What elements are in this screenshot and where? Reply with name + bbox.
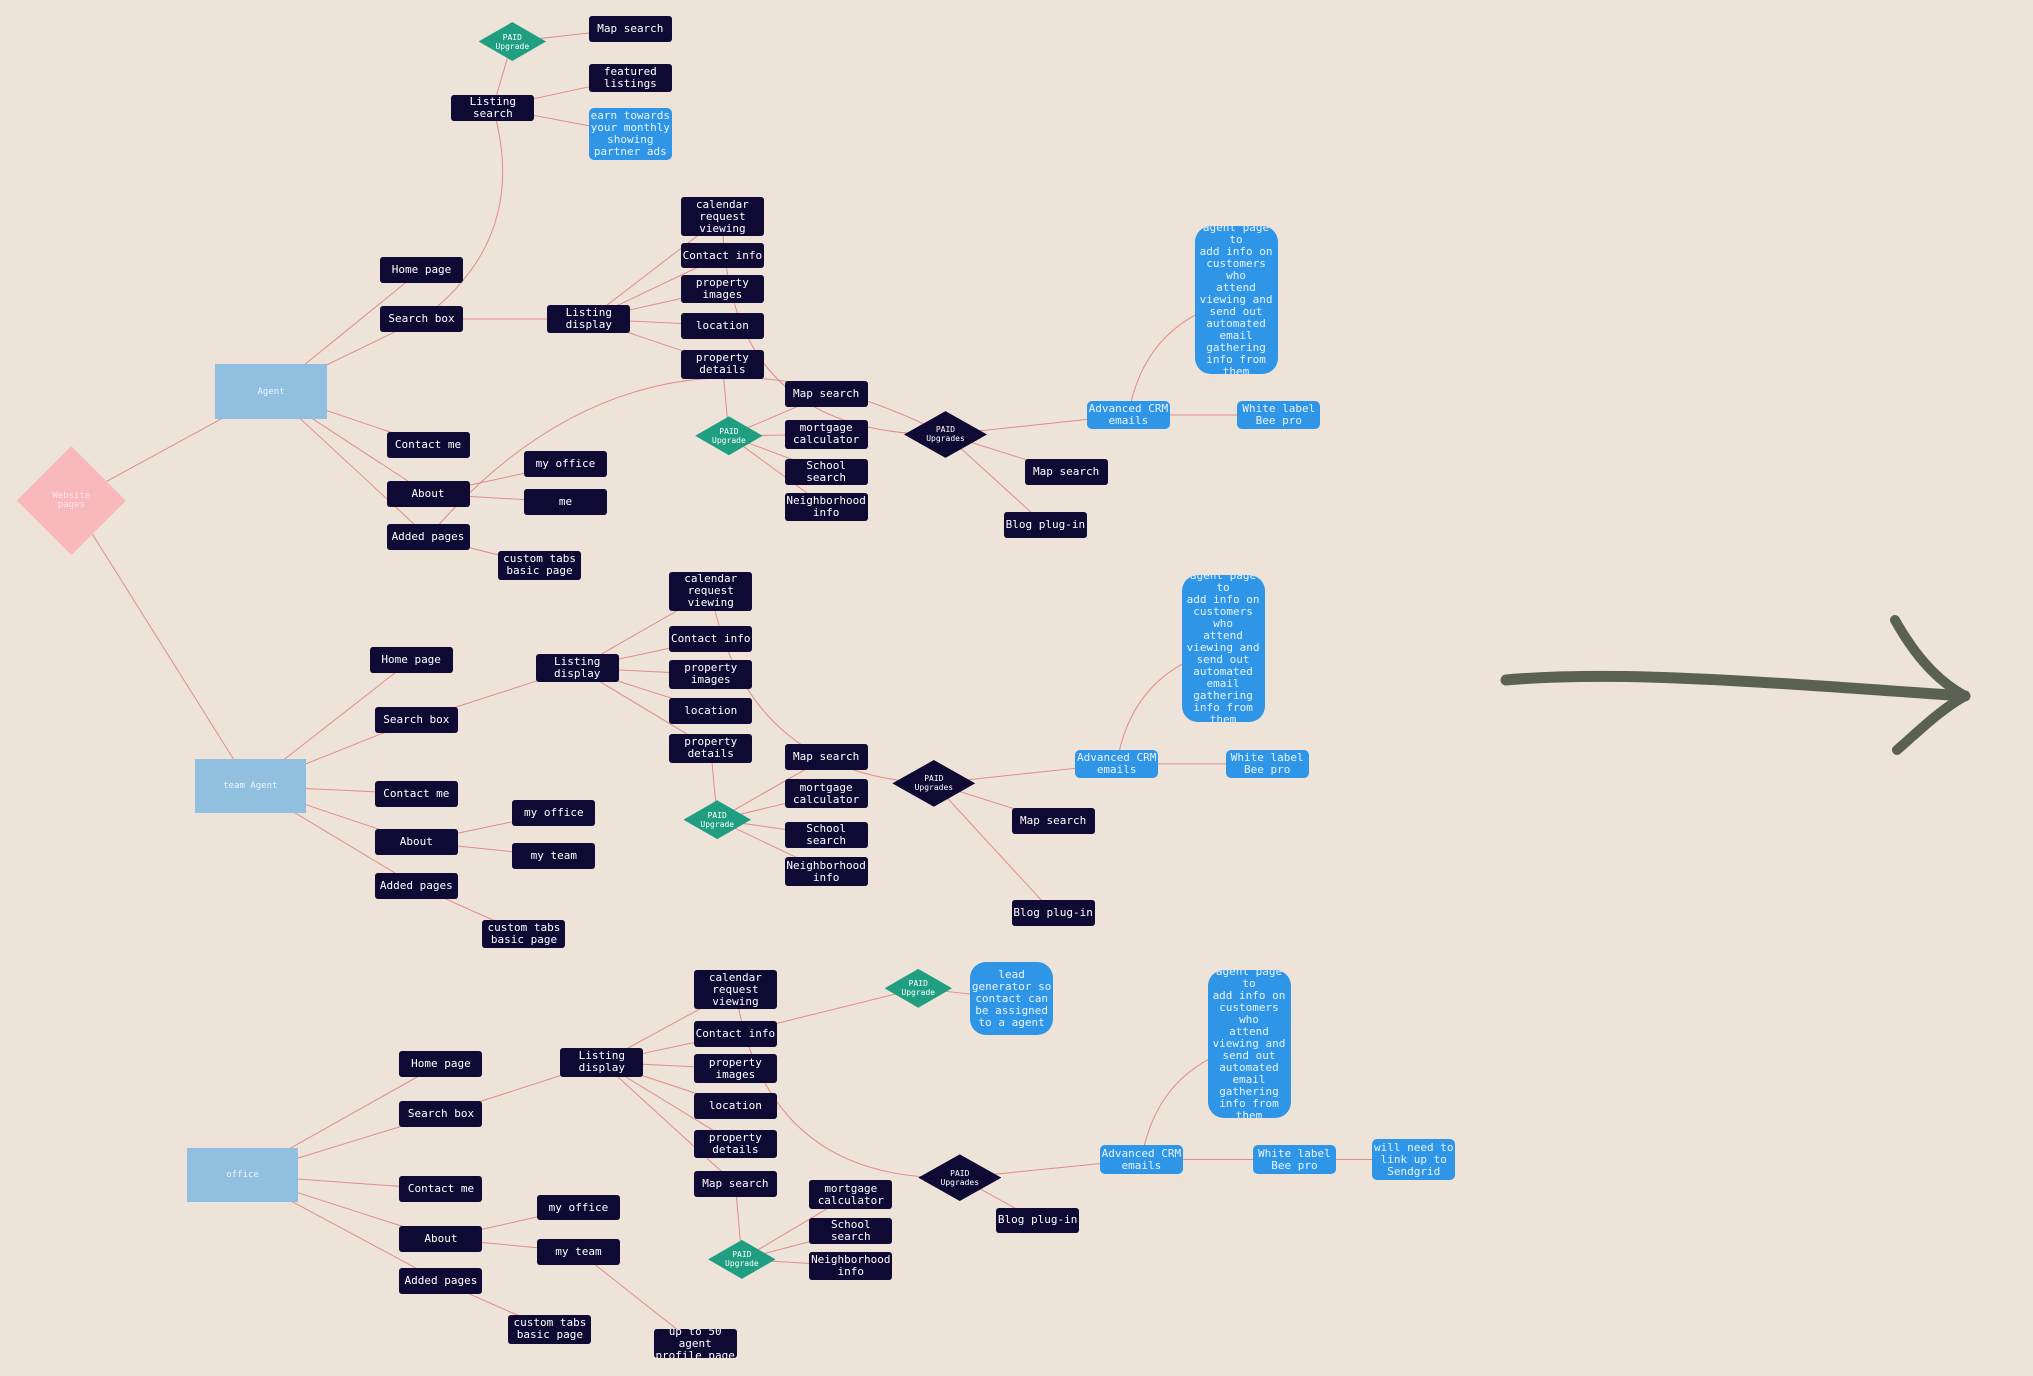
node-neighborhood-info[interactable]: Neighborhood info	[785, 857, 868, 886]
diamond-label: PAID Upgrade	[725, 1250, 759, 1268]
node-search-box[interactable]: Search box	[399, 1101, 482, 1127]
diamond-label: PAID Upgrade	[700, 811, 734, 829]
node-school-search[interactable]: School search	[785, 822, 868, 848]
node-about[interactable]: About	[387, 481, 470, 507]
node-map-search[interactable]: Map search	[589, 16, 672, 42]
node-school-search[interactable]: School search	[809, 1218, 892, 1244]
decision-diamond-paid-upgrade[interactable]: PAID Upgrade	[695, 416, 762, 455]
node-contact-me[interactable]: Contact me	[387, 432, 470, 458]
node-neighborhood-info[interactable]: Neighborhood info	[809, 1252, 892, 1281]
diamond-label: PAID Upgrade	[495, 33, 529, 51]
node-blog-plugin[interactable]: Blog plug-in	[1004, 512, 1087, 538]
node-map-search[interactable]: Map search	[785, 381, 868, 407]
node-contact-me[interactable]: Contact me	[375, 781, 458, 807]
node-white-label[interactable]: White label Bee pro	[1253, 1145, 1336, 1174]
node-featured-listings[interactable]: featured listings	[589, 64, 672, 93]
section-node-team-agent[interactable]: team Agent	[195, 759, 307, 813]
decision-diamond-paid-upgrade[interactable]: PAID Upgrade	[708, 1240, 775, 1279]
node-search-box[interactable]: Search box	[375, 707, 458, 733]
node-added-pages[interactable]: Added pages	[399, 1268, 482, 1294]
diamond-label: PAID Upgrades	[915, 774, 954, 792]
node-home-page[interactable]: Home page	[370, 647, 453, 673]
node-my-office[interactable]: my office	[524, 451, 607, 477]
node-contact-info[interactable]: Contact info	[694, 1021, 777, 1047]
node-map-search[interactable]: Map search	[785, 744, 868, 770]
decision-diamond-paid-upgrades[interactable]: PAID Upgrades	[918, 1154, 1001, 1201]
node-calendar[interactable]: calendar request viewing	[681, 197, 764, 236]
node-calendar[interactable]: calendar request viewing	[669, 572, 752, 611]
diamond-label: PAID Upgrade	[901, 979, 935, 997]
node-contact-me[interactable]: Contact me	[399, 1176, 482, 1202]
node-neighborhood-info[interactable]: Neighborhood info	[785, 493, 868, 522]
node-property-images[interactable]: property images	[669, 660, 752, 689]
decision-diamond-paid-upgrade[interactable]: PAID Upgrade	[885, 969, 952, 1008]
decision-diamond-paid-upgrades[interactable]: PAID Upgrades	[892, 760, 975, 807]
root-node-website-pages[interactable]: Website pages	[17, 446, 126, 555]
node-contact-info[interactable]: Contact info	[681, 243, 764, 269]
node-advanced-crm[interactable]: Advanced CRM emails	[1087, 401, 1170, 430]
node-about[interactable]: About	[375, 829, 458, 855]
node-home-page[interactable]: Home page	[399, 1051, 482, 1077]
node-listing-display[interactable]: Listing display	[536, 654, 619, 683]
node-my-team[interactable]: my team	[512, 843, 595, 869]
node-school-search[interactable]: School search	[785, 459, 868, 485]
diamond-label: PAID Upgrades	[926, 425, 965, 443]
node-advanced-crm[interactable]: Advanced CRM emails	[1100, 1145, 1183, 1174]
node-my-team[interactable]: my team	[537, 1239, 620, 1265]
diamond-label: PAID Upgrades	[941, 1169, 980, 1187]
node-listing-display[interactable]: Listing display	[560, 1048, 643, 1077]
node-calendar[interactable]: calendar request viewing	[694, 970, 777, 1009]
node-property-images[interactable]: property images	[681, 275, 764, 304]
node-listing-display[interactable]: Listing display	[547, 305, 630, 334]
node-property-details[interactable]: property details	[669, 734, 752, 763]
node-earn-showing[interactable]: earn towards your monthly showing partne…	[589, 108, 672, 160]
section-node-office[interactable]: office	[187, 1148, 299, 1202]
node-map-search[interactable]: Map search	[1012, 808, 1095, 834]
node-about[interactable]: About	[399, 1226, 482, 1252]
node-added-pages[interactable]: Added pages	[375, 873, 458, 899]
node-custom-tabs[interactable]: custom tabs basic page	[498, 551, 581, 580]
connector-line	[428, 377, 946, 536]
node-property-images[interactable]: property images	[694, 1054, 777, 1083]
right-arrow-icon	[1500, 610, 1980, 760]
node-white-label[interactable]: White label Bee pro	[1226, 750, 1309, 779]
section-node-agent[interactable]: Agent	[215, 364, 327, 418]
node-lead-generator[interactable]: lead generator so contact can be assigne…	[970, 962, 1053, 1035]
node-map-search[interactable]: Map search	[694, 1171, 777, 1197]
diamond-label: PAID Upgrade	[712, 427, 746, 445]
node-my-office[interactable]: my office	[537, 1195, 620, 1221]
node-map-search[interactable]: Map search	[1025, 459, 1108, 485]
node-agent-page-info[interactable]: agent page to add info on customers who …	[1182, 575, 1265, 723]
node-location[interactable]: location	[681, 313, 764, 339]
diamond-label: Website pages	[52, 492, 90, 510]
decision-diamond-paid-upgrade[interactable]: PAID Upgrade	[479, 22, 546, 61]
node-mortgage-calculator[interactable]: mortgage calculator	[785, 420, 868, 449]
node-white-label[interactable]: White label Bee pro	[1237, 401, 1320, 430]
node-my-office[interactable]: my office	[512, 800, 595, 826]
node-mortgage-calculator[interactable]: mortgage calculator	[785, 779, 868, 808]
decision-diamond-paid-upgrade[interactable]: PAID Upgrade	[684, 800, 751, 839]
node-search-box[interactable]: Search box	[380, 306, 463, 332]
node-agent-page-info[interactable]: agent page to add info on customers who …	[1208, 970, 1291, 1118]
node-me[interactable]: me	[524, 489, 607, 515]
node-sendgrid[interactable]: will need to link up to Sendgrid	[1372, 1139, 1455, 1181]
node-blog-plugin[interactable]: Blog plug-in	[996, 1208, 1079, 1234]
node-blog-plugin[interactable]: Blog plug-in	[1012, 900, 1095, 926]
node-property-details[interactable]: property details	[681, 350, 764, 379]
node-location[interactable]: location	[669, 698, 752, 724]
node-home-page[interactable]: Home page	[380, 257, 463, 283]
connector-line	[422, 108, 503, 319]
node-property-details[interactable]: property details	[694, 1130, 777, 1159]
node-custom-tabs[interactable]: custom tabs basic page	[482, 920, 565, 949]
node-advanced-crm[interactable]: Advanced CRM emails	[1075, 750, 1158, 779]
node-agent-page-info[interactable]: agent page to add info on customers who …	[1195, 226, 1278, 374]
node-mortgage-calculator[interactable]: mortgage calculator	[809, 1180, 892, 1209]
node-custom-tabs[interactable]: custom tabs basic page	[508, 1315, 591, 1344]
decision-diamond-paid-upgrades[interactable]: PAID Upgrades	[904, 411, 987, 458]
node-listing-search[interactable]: Listing search	[451, 95, 534, 121]
node-added-pages[interactable]: Added pages	[387, 524, 470, 550]
node-location[interactable]: location	[694, 1093, 777, 1119]
node-contact-info[interactable]: Contact info	[669, 626, 752, 652]
node-up-to-50[interactable]: up to 50 agent profile page	[654, 1329, 737, 1358]
